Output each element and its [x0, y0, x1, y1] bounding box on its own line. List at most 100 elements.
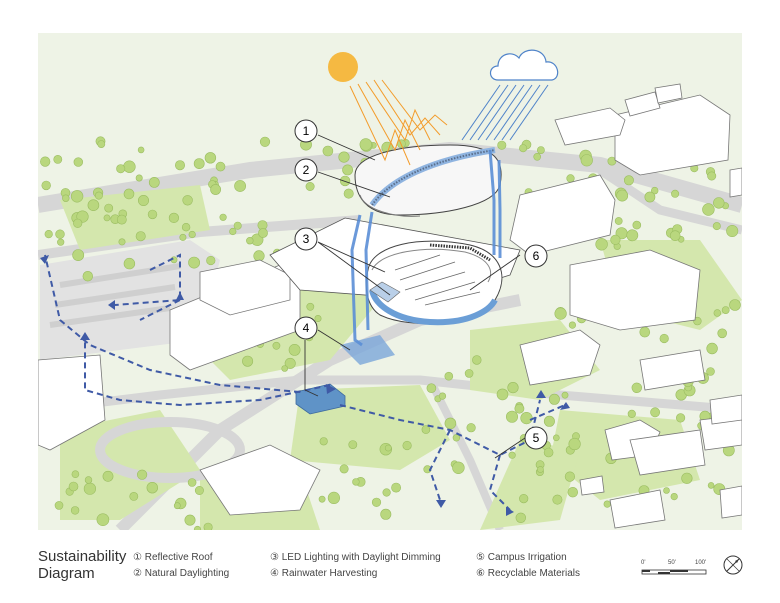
- tree: [766, 163, 773, 170]
- tree: [281, 365, 289, 372]
- sun-icon: [328, 52, 358, 82]
- callout-3-label: 3: [303, 232, 310, 246]
- tree: [554, 307, 567, 320]
- tree: [595, 238, 608, 251]
- tree: [706, 342, 718, 355]
- tree: [318, 495, 326, 503]
- rain-downspouts: [350, 149, 502, 347]
- tree: [580, 154, 593, 167]
- scale-tick-100: 100': [695, 560, 707, 566]
- tree: [204, 152, 217, 164]
- tree: [41, 180, 51, 191]
- legend-item-campus-irrigation: ⑤ Campus Irrigation: [476, 552, 567, 563]
- tree: [391, 482, 401, 493]
- tree: [57, 238, 65, 246]
- tree: [464, 369, 474, 378]
- tree: [348, 440, 358, 449]
- tree: [751, 190, 762, 201]
- tree: [384, 444, 392, 452]
- tree: [627, 409, 636, 419]
- tree: [116, 214, 127, 225]
- tree: [234, 180, 246, 192]
- tree: [712, 222, 721, 231]
- tree: [82, 271, 94, 282]
- legend-num: ③: [270, 552, 279, 563]
- tree: [508, 451, 516, 459]
- tree: [537, 146, 545, 154]
- tree: [568, 321, 577, 329]
- tree: [338, 151, 350, 163]
- tree: [188, 256, 200, 269]
- tree: [187, 478, 197, 487]
- tree: [327, 491, 341, 505]
- reflective-roof: [354, 144, 502, 217]
- legend-item-recyclable-materials: ⑥ Recyclable Materials: [476, 568, 580, 579]
- legend-label: Rainwater Harvesting: [281, 568, 378, 579]
- tree: [623, 175, 634, 186]
- callout-6: 6: [524, 244, 548, 268]
- tree: [452, 434, 461, 442]
- tree: [632, 220, 642, 230]
- tree: [203, 522, 213, 530]
- tree: [650, 186, 659, 195]
- tree: [669, 230, 681, 241]
- callout-6-label: 6: [533, 249, 540, 263]
- tree: [561, 391, 569, 399]
- tree: [193, 158, 205, 169]
- tree: [472, 355, 482, 365]
- tree: [359, 138, 372, 151]
- stadium: [365, 240, 503, 326]
- tree: [452, 461, 465, 474]
- tree: [137, 146, 145, 154]
- legend-label: Reflective Roof: [144, 552, 213, 563]
- scale-tick-0: 0': [641, 560, 646, 566]
- tree: [306, 302, 315, 311]
- tree: [284, 357, 296, 369]
- legend-title-line2: Diagram: [38, 565, 95, 582]
- tree: [118, 238, 126, 246]
- callout-2: 2: [294, 158, 318, 182]
- tree: [663, 487, 670, 494]
- tree: [229, 227, 237, 236]
- tree: [614, 217, 623, 225]
- tree: [219, 213, 227, 221]
- callout-4-label: 4: [303, 321, 310, 335]
- tree: [659, 333, 669, 344]
- tree: [675, 413, 686, 423]
- tree: [53, 154, 63, 164]
- tree: [610, 234, 621, 245]
- tree: [55, 229, 65, 239]
- tree: [747, 168, 753, 174]
- tree: [148, 176, 160, 188]
- tree: [616, 189, 629, 202]
- tree: [339, 175, 351, 187]
- rain-lines: [461, 84, 549, 141]
- callout-5-label: 5: [533, 431, 540, 445]
- tree: [87, 199, 100, 211]
- irrigation-arrows: [40, 255, 570, 516]
- tree: [421, 425, 431, 434]
- tree: [520, 412, 533, 425]
- legend-title: Sustainability Diagram: [38, 548, 126, 582]
- callout-3: 3: [294, 227, 318, 251]
- legend-num: ①: [133, 552, 142, 563]
- tree: [288, 343, 301, 356]
- callout-leaders: [304, 134, 526, 459]
- tree: [650, 407, 660, 418]
- tree: [342, 164, 353, 176]
- tree: [543, 447, 554, 458]
- tree: [543, 415, 555, 427]
- legend-title-line1: Sustainability: [38, 548, 127, 565]
- callout-5: 5: [524, 426, 548, 450]
- legend-num: ②: [133, 568, 142, 579]
- tree: [519, 494, 529, 504]
- tree: [168, 212, 179, 223]
- tree: [72, 249, 85, 261]
- tree: [322, 145, 334, 157]
- tree: [507, 382, 519, 394]
- tree: [726, 225, 739, 238]
- tree: [175, 160, 186, 171]
- tree: [246, 237, 254, 245]
- tree: [103, 214, 111, 222]
- tree: [515, 512, 526, 523]
